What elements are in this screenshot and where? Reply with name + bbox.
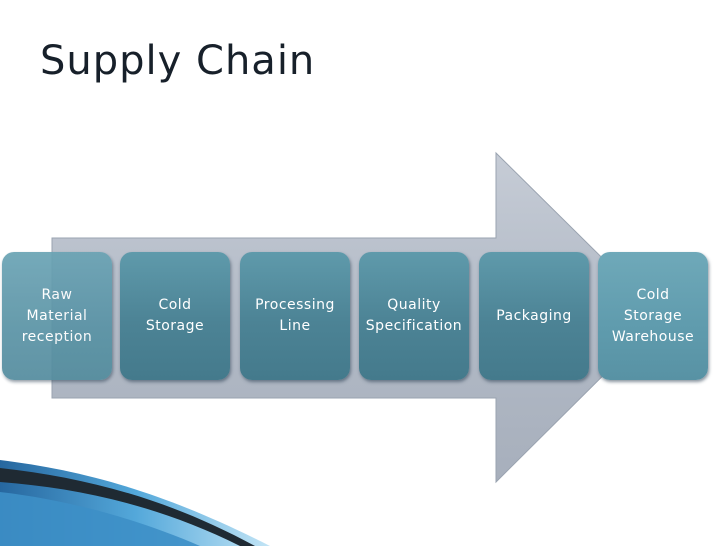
corner-decoration bbox=[0, 460, 270, 546]
step-raw-material-reception: Raw Material reception bbox=[2, 252, 112, 380]
step-label: Cold Storage bbox=[145, 297, 205, 334]
step-processing-line: Processing Line bbox=[240, 252, 350, 380]
step-label: Raw Material reception bbox=[21, 286, 93, 345]
step-label: Quality Specification bbox=[365, 297, 463, 334]
step-cold-storage: Cold Storage bbox=[120, 252, 230, 380]
process-arrow bbox=[51, 151, 663, 484]
step-label: Processing Line bbox=[255, 297, 335, 334]
step-packaging: Packaging bbox=[479, 252, 589, 380]
step-label: Cold Storage Warehouse bbox=[611, 286, 695, 345]
step-quality-specification: Quality Specification bbox=[359, 252, 469, 380]
page-title: Supply Chain bbox=[40, 38, 316, 84]
step-cold-storage-warehouse: Cold Storage Warehouse bbox=[598, 252, 708, 380]
step-label: Packaging bbox=[496, 307, 572, 324]
